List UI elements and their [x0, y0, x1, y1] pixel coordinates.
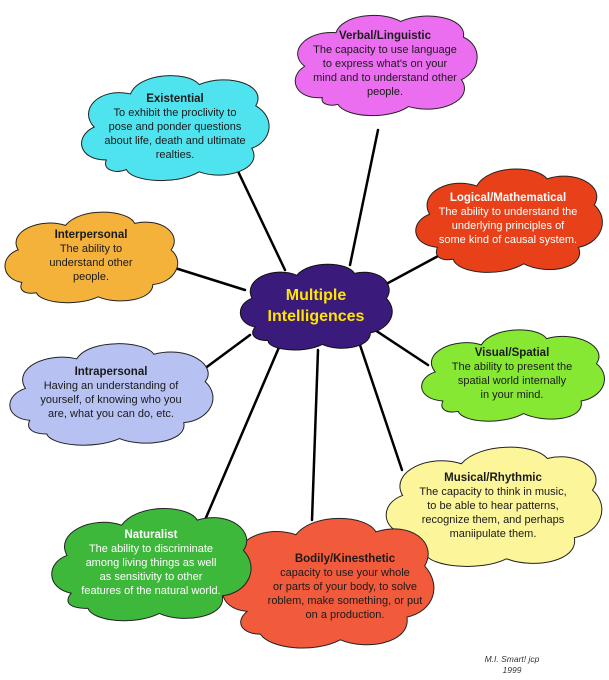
node-text: roblem, make something, or put: [267, 595, 423, 607]
cloud-verbal-linguistic: Verbal/Linguistic The capacity to use la…: [287, 8, 483, 120]
link-bodily: [310, 348, 320, 522]
node-text: The ability to discriminate: [88, 543, 214, 555]
node-title: Visual/Spatial: [474, 347, 550, 359]
node-text: as sensitivity to other: [99, 571, 203, 583]
link-musical: [358, 343, 404, 472]
node-text: realties.: [155, 149, 195, 161]
node-text: To exhibit the proclivity to: [113, 107, 237, 119]
cloud-logical-mathematical: Logical/Mathematical The ability to unde…: [410, 160, 606, 278]
cloud-shape: [82, 76, 270, 181]
node-text: to express what's on your: [322, 58, 448, 70]
node-text: in your mind.: [480, 389, 544, 401]
link-visual: [373, 328, 430, 367]
node-text: maniipulate them.: [449, 528, 537, 540]
node-title: Bodily/Kinesthetic: [294, 553, 396, 565]
author-credit: M.I. Smart! jcp 1999: [462, 654, 562, 676]
node-title: Logical/Mathematical: [449, 192, 567, 204]
node-text: The ability to present the: [451, 361, 573, 373]
node-text: to be able to hear patterns,: [427, 500, 559, 512]
node-text: about life, death and ultimate: [104, 135, 246, 147]
node-text: understand other: [49, 257, 133, 269]
node-text: recognize them, and perhaps: [421, 514, 565, 526]
node-text: The ability to understand the: [438, 206, 578, 218]
cloud-shape: [5, 212, 178, 303]
node-text: features of the natural world.: [81, 585, 221, 597]
node-title: Verbal/Linguistic: [338, 30, 432, 42]
link-interpersonal: [173, 266, 247, 292]
cloud-naturalist: Naturalist The ability to discriminate a…: [46, 500, 256, 626]
node-text: some kind of causal system.: [438, 234, 578, 246]
node-text: The capacity to use language: [313, 44, 457, 56]
node-text: on a production.: [305, 609, 385, 621]
cloud-intrapersonal: Intrapersonal Having an understanding of…: [4, 336, 218, 450]
node-text: pose and ponder questions: [108, 121, 242, 133]
cloud-shape: [52, 508, 251, 620]
node-text: people.: [366, 86, 404, 98]
center-cloud-multiple-intelligences: Multiple Intelligences: [236, 258, 396, 354]
link-existential: [233, 163, 287, 272]
node-text: spatial world internally: [457, 375, 567, 387]
node-title: Existential: [146, 93, 204, 105]
cloud-shape: [422, 330, 605, 421]
node-text: capacity to use your whole: [280, 567, 410, 579]
credit-year: 1999: [502, 665, 522, 675]
node-text: or parts of your body, to solve: [272, 581, 418, 593]
node-text: mind and to understand other: [313, 72, 457, 84]
cloud-shape: [10, 344, 213, 446]
center-title-line2: Intelligences: [267, 308, 365, 325]
center-title-line1: Multiple: [285, 287, 347, 304]
cloud-interpersonal: Interpersonal The ability to understand …: [0, 205, 182, 307]
cloud-shape: [386, 447, 602, 566]
node-text: Having an understanding of: [43, 380, 179, 392]
link-verbal: [348, 128, 380, 267]
credit-author: M.I. Smart! jcp: [484, 654, 540, 664]
cloud-visual-spatial: Visual/Spatial The ability to present th…: [416, 322, 608, 426]
cloud-shape: [416, 169, 603, 272]
node-text: are, what you can do, etc.: [48, 408, 174, 420]
cloud-shape: [295, 15, 477, 115]
node-text: The ability to: [59, 243, 123, 255]
link-intrapersonal: [198, 333, 252, 374]
cloud-existential: Existential To exhibit the proclivity to…: [74, 68, 276, 186]
cloud-shape: [240, 264, 392, 350]
node-title: Naturalist: [124, 529, 178, 541]
node-title: Interpersonal: [54, 229, 128, 241]
node-text: The capacity to think in music,: [419, 486, 567, 498]
link-naturalist: [203, 343, 282, 522]
cloud-musical-rhythmic: Musical/Rhythmic The capacity to think i…: [380, 440, 606, 572]
node-text: underlying principles of: [451, 220, 565, 232]
node-title: Musical/Rhythmic: [444, 472, 542, 484]
node-title: Intrapersonal: [74, 366, 148, 378]
node-text: among living things as well: [85, 557, 217, 569]
node-text: people.: [72, 271, 110, 283]
node-text: yourself, of knowing who you: [40, 394, 182, 406]
